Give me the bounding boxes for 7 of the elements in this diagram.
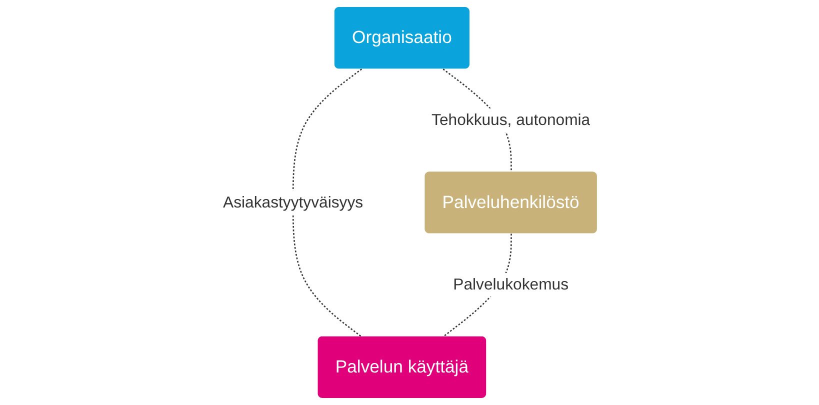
connector <box>292 68 362 338</box>
edge-label: Asiakastyytyväisyys <box>222 193 363 211</box>
node-box: Organisaatio <box>334 7 469 69</box>
node-box: Palvelun käyttäjä <box>317 336 486 398</box>
edge-label: Tehokkuus, autonomia <box>431 110 590 129</box>
edge-label: Palvelukokemus <box>452 276 568 294</box>
node-box: Palveluhenkilöstö <box>424 172 596 234</box>
